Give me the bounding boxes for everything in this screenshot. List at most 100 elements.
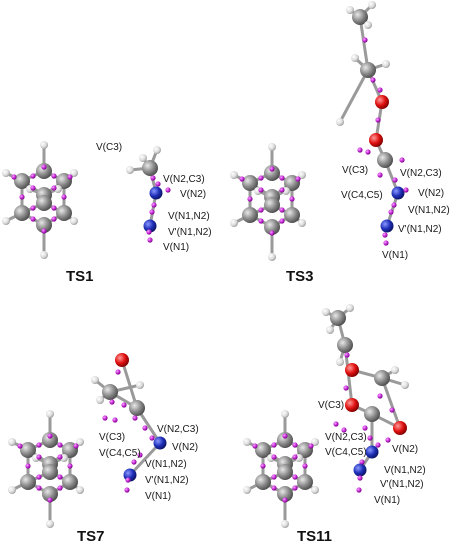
hydrogen-atom: [351, 54, 359, 62]
label-v-n2: V(N2): [180, 189, 206, 200]
valence-basin-attractor: [289, 196, 295, 202]
hydrogen-atom: [126, 166, 134, 174]
valence-basin-attractor: [109, 399, 115, 405]
label-v-n2-c3: V(N2,C3): [157, 424, 199, 435]
hydrogen-atom: [311, 486, 319, 494]
valence-basin-attractor: [292, 485, 298, 491]
valence-basin-attractor: [391, 202, 397, 208]
valence-basin-attractor: [151, 202, 157, 208]
valence-basin-attractor: [269, 230, 275, 236]
carbon-atom: [352, 9, 368, 25]
valence-basin-attractor: [102, 415, 108, 421]
valence-basin-attractor: [333, 421, 339, 427]
hydrogen-atom: [281, 520, 289, 528]
label-v-n1-n2: V(N1,N2): [145, 459, 187, 470]
valence-basin-attractor: [282, 497, 288, 503]
carbon-atom: [297, 474, 313, 490]
valence-basin-attractor: [61, 194, 67, 200]
label-v-n1: V(N1): [145, 491, 171, 502]
label-v-c3: V(C3): [318, 400, 344, 411]
panel-ts11: V(C3) V(N2,C3) V(N2) V(C4,C5) V(N1,N2) V…: [297, 400, 426, 545]
carbon-atom: [264, 219, 280, 235]
valence-basin-attractor: [30, 173, 36, 179]
valence-basin-attractor: [282, 433, 288, 439]
carbon-atom: [277, 486, 293, 502]
oxygen-atom: [115, 353, 129, 367]
valence-basin-attractor: [51, 216, 57, 222]
valence-basin-attractor: [279, 175, 285, 181]
valence-basin-attractor: [47, 497, 53, 503]
valence-basin-attractor: [124, 487, 130, 493]
label-v-n2: V(N2): [172, 442, 198, 453]
panel-ts3: V(C3) V(N2,C3) V(C4,C5) V(N2) V(N1,N2) V…: [286, 165, 450, 285]
carbon-atom: [142, 160, 158, 176]
label-v-c4-c5: V(C4,C5): [325, 447, 367, 458]
valence-basin-attractor: [67, 463, 73, 469]
hydrogen-atom: [281, 410, 289, 418]
nitrogen-atom: [365, 445, 379, 459]
carbon-atom: [255, 442, 271, 458]
label-v-n2: V(N2): [418, 188, 444, 199]
label-v-n1-n2: V(N1,N2): [168, 211, 210, 222]
valence-basin-attractor: [30, 205, 36, 211]
carbon-atom: [255, 474, 271, 490]
label-v-c4-c5: V(C4,C5): [99, 448, 141, 459]
valence-basin-attractor: [403, 187, 409, 193]
valence-basin-attractor: [365, 149, 371, 155]
valence-basin-attractor: [149, 209, 155, 215]
carbon-atom: [264, 197, 280, 213]
label-v-prime-n1-n2: V'(N1,N2): [145, 475, 189, 486]
carbon-atom: [242, 207, 258, 223]
panel-title: TS1: [66, 268, 94, 285]
valence-basin-attractor: [51, 173, 57, 179]
valence-basin-attractor: [302, 463, 308, 469]
hydrogen-atom: [243, 486, 251, 494]
oxygen-atom: [345, 398, 359, 412]
hydrogen-atom: [96, 396, 104, 404]
valence-basin-attractor: [392, 177, 398, 183]
carbon-atom: [42, 486, 58, 502]
valence-basin-attractor: [362, 37, 368, 43]
valence-basin-attractor: [57, 442, 63, 448]
label-v-n2-c3: V(N2,C3): [325, 432, 367, 443]
hydrogen-atom: [2, 217, 10, 225]
valence-basin-attractor: [165, 187, 171, 193]
valence-basin-attractor: [11, 174, 17, 180]
valence-basin-attractor: [375, 442, 381, 448]
hydrogen-atom: [322, 308, 330, 316]
carbon-atom: [264, 165, 280, 181]
valence-basin-attractor: [36, 442, 42, 448]
hydrogen-atom: [8, 438, 16, 446]
valence-basin-attractor: [343, 385, 349, 391]
valence-basin-attractor: [370, 77, 376, 83]
valence-basin-attractor: [150, 175, 156, 181]
carbon-atom: [20, 442, 36, 458]
valence-basin-attractor: [19, 194, 25, 200]
atoms-layer: [2, 1, 409, 528]
label-v-c3: V(C3): [99, 432, 125, 443]
hydrogen-atom: [8, 486, 16, 494]
hydrogen-atom: [298, 171, 306, 179]
label-v-n1: V(N1): [382, 250, 408, 261]
valence-basin-attractor: [239, 176, 245, 182]
valence-basin-attractor: [147, 237, 153, 243]
valence-basin-attractor: [51, 205, 57, 211]
label-v-n2-c3: V(N2,C3): [400, 168, 442, 179]
valence-basin-attractor: [47, 433, 53, 439]
label-v-c4-c5: V(C4,C5): [341, 190, 383, 201]
hydrogen-atom: [382, 60, 390, 68]
label-v-n1: V(N1): [163, 242, 189, 253]
hydrogen-atom: [268, 143, 276, 151]
label-v-n1-n2: V(N1,N2): [384, 465, 426, 476]
hydrogen-atom: [76, 438, 84, 446]
carbon-atom: [36, 195, 52, 211]
hydrogen-atom: [391, 366, 399, 374]
valence-basin-attractor: [292, 474, 298, 480]
hydrogen-atom: [311, 438, 319, 446]
valence-basin-attractor: [67, 174, 73, 180]
valence-basin-attractor: [36, 485, 42, 491]
hydrogen-atom: [346, 6, 354, 14]
nitrogen-atom: [391, 186, 405, 200]
valence-basin-attractor: [73, 443, 79, 449]
valence-basin-attractor: [385, 437, 391, 443]
